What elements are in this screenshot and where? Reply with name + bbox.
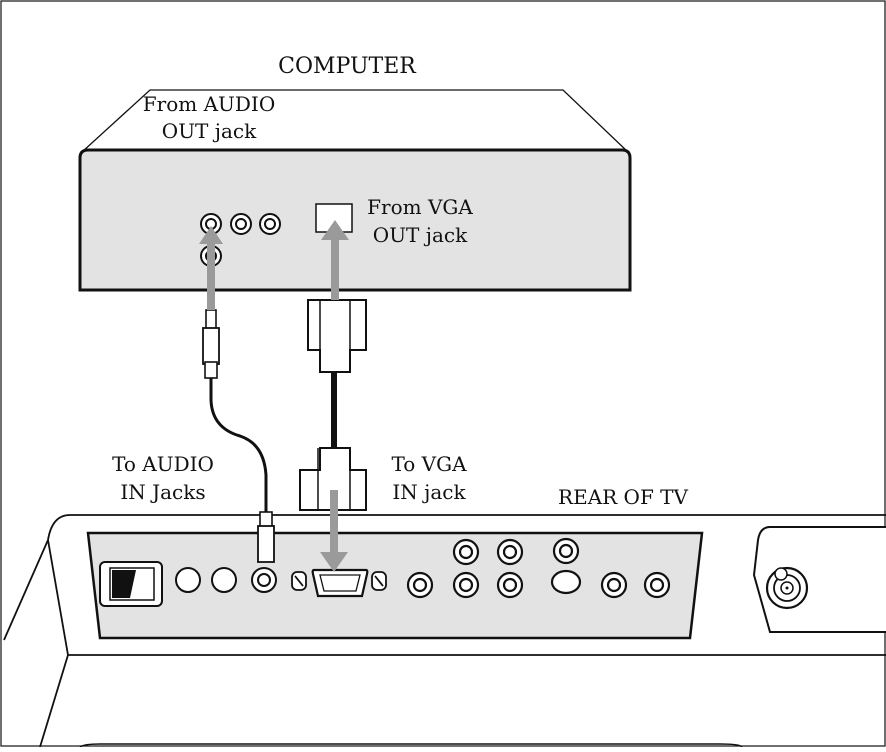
rear-of-tv-label: REAR OF TV [558,485,688,509]
tv-av-jacks [406,537,671,599]
tv-vga-screws [291,571,387,591]
to-audio-in-label-line2: IN Jacks [120,480,205,504]
tv-top-edge [3,514,886,641]
computer-unit [78,89,632,292]
to-vga-in-label-line2: IN jack [392,480,466,504]
audio-cable [202,309,275,563]
from-vga-out-label-line1: From VGA [367,195,473,219]
from-audio-out-label-line2: OUT jack [162,119,257,143]
connection-arrows [199,220,349,572]
vga-in-arrow-head [320,552,348,572]
tv-connector-panel [86,531,704,640]
computer-label: COMPUTER [278,54,417,79]
vga-out-arrow-shaft [331,236,339,300]
from-audio-out-label-line1: From AUDIO [143,92,275,116]
vga-cable [299,299,367,511]
audio-arrow-shaft [207,240,215,310]
to-vga-in-label-line1: To VGA [391,452,467,476]
to-audio-in-label-line1: To AUDIO [112,452,214,476]
vga-out-arrow-head [321,220,349,240]
computer-front-panel [78,148,632,292]
audio-arrow-head [199,226,223,244]
tv-rear [3,514,886,748]
vga-in-arrow-shaft [330,490,338,554]
tv-round-jacks-left [175,567,277,593]
tv-power-switch [99,561,163,607]
tv-side-edge [47,539,69,656]
from-vga-out-label-line2: OUT jack [373,223,468,247]
tv-vga-in-port [311,568,369,598]
tv-antenna-connector [752,526,886,633]
